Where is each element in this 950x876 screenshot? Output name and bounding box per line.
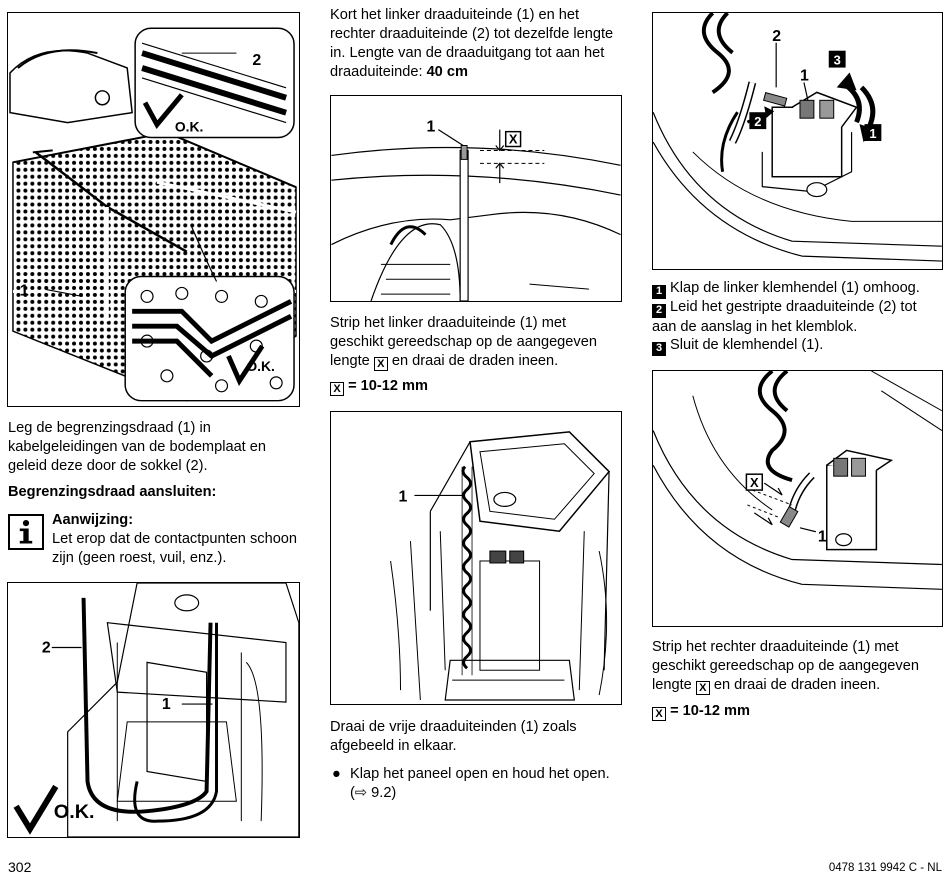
col3-step-3: 3 Sluit de klemhendel (1). bbox=[652, 336, 943, 356]
figure-twisted-wires: 1 bbox=[330, 411, 622, 705]
fig2-label-2: 2 bbox=[42, 639, 51, 656]
col3-strip-text: Strip het rechter draaduiteinde (1) met … bbox=[652, 638, 943, 695]
col2-strip-main: Strip het linker draaduiteinde (1) met g… bbox=[330, 315, 597, 369]
col1-intro-text: Leg de begrenzingsdraad (1) in kabelgele… bbox=[8, 420, 267, 474]
col2-twist-text: Draai de vrije draaduiteinden (1) zoals … bbox=[330, 719, 577, 754]
col3-strip-end: en draai de draden ineen. bbox=[709, 677, 881, 693]
fig2-label-1: 1 bbox=[162, 696, 171, 713]
col2-strip-x: X bbox=[373, 357, 388, 371]
bullet-dot-icon: ● bbox=[332, 766, 341, 782]
fig5-step-2: 2 bbox=[754, 114, 761, 129]
col2-bullet: ● Klap het paneel open en houd het open.… bbox=[330, 765, 622, 803]
col2-strip-end: en draai de draden ineen. bbox=[387, 353, 559, 369]
figure-wires-through-base: 2 1 O.K. bbox=[7, 582, 300, 838]
figure-wire-end-strip: X 1 bbox=[330, 95, 622, 302]
page-number: 302 bbox=[8, 859, 32, 875]
fig5-label-2: 2 bbox=[772, 28, 781, 45]
fig1-ok-top: O.K. bbox=[175, 119, 204, 135]
fig1-label-1: 1 bbox=[20, 282, 29, 299]
info-icon bbox=[8, 514, 44, 550]
step-1-text: Klap de linker klemhendel (1) omhoog. bbox=[670, 280, 920, 296]
step-3-badge: 3 bbox=[652, 342, 666, 356]
fig6-label-1: 1 bbox=[818, 529, 827, 546]
fig1-ok-bottom: O.K. bbox=[246, 358, 275, 374]
document-code: 0478 131 9942 C - NL bbox=[828, 862, 942, 874]
fig2-ok: O.K. bbox=[54, 801, 95, 823]
fig3-label-1: 1 bbox=[426, 119, 435, 136]
note-title: Aanwijzing: bbox=[52, 512, 134, 528]
col2-bullet-ref: (⇨ 9.2) bbox=[350, 785, 397, 801]
fig3-x: X bbox=[509, 132, 518, 147]
fig1-label-2: 2 bbox=[252, 52, 261, 69]
step-2-badge: 2 bbox=[652, 304, 666, 318]
fig4-label-1: 1 bbox=[399, 488, 408, 505]
step-1-badge: 1 bbox=[652, 285, 666, 299]
col2-wire-length: 40 cm bbox=[426, 64, 468, 80]
col3-measure-value: = 10-12 mm bbox=[670, 703, 750, 719]
figure-right-wire-strip: X 1 bbox=[652, 370, 943, 627]
fig5-label-1: 1 bbox=[800, 67, 809, 84]
col3-measure-x: X bbox=[652, 707, 666, 721]
col2-bullet-text: Klap het paneel open en houd het open. bbox=[350, 766, 610, 782]
figure-clamp-lever: 2 1 3 2 1 bbox=[652, 12, 943, 270]
step-3-text: Sluit de klemhendel (1). bbox=[670, 337, 824, 353]
col2-intro-text: Kort het linker draaduiteinde (1) en het… bbox=[330, 6, 622, 82]
col2-measure-value: = 10-12 mm bbox=[348, 378, 428, 394]
col2-strip-text: Strip het linker draaduiteinde (1) met g… bbox=[330, 314, 622, 371]
col3-strip-main: Strip het rechter draaduiteinde (1) met … bbox=[652, 639, 919, 693]
col3-strip-x: X bbox=[695, 681, 710, 695]
figure-base-plate-cable-routing: 1 2 O.K. O.K. bbox=[7, 12, 300, 407]
fig6-x: X bbox=[750, 475, 759, 490]
step-2-text: Leid het gestripte draaduiteinde (2) tot… bbox=[652, 299, 917, 335]
col1-section-heading: Begrenzingsdraad aansluiten: bbox=[8, 484, 217, 500]
col2-intro-main: Kort het linker draaduiteinde (1) en het… bbox=[330, 7, 614, 80]
note-text: Let erop dat de contactpunten schoon zij… bbox=[52, 531, 298, 566]
col3-step-1: 1 Klap de linker klemhendel (1) omhoog. bbox=[652, 279, 943, 299]
fig5-step-3: 3 bbox=[834, 53, 841, 68]
col2-measure-x: X bbox=[330, 382, 344, 396]
fig5-step-1: 1 bbox=[869, 126, 876, 141]
col3-measure: X = 10-12 mm bbox=[652, 702, 750, 721]
col2-measure: X = 10-12 mm bbox=[330, 377, 428, 396]
